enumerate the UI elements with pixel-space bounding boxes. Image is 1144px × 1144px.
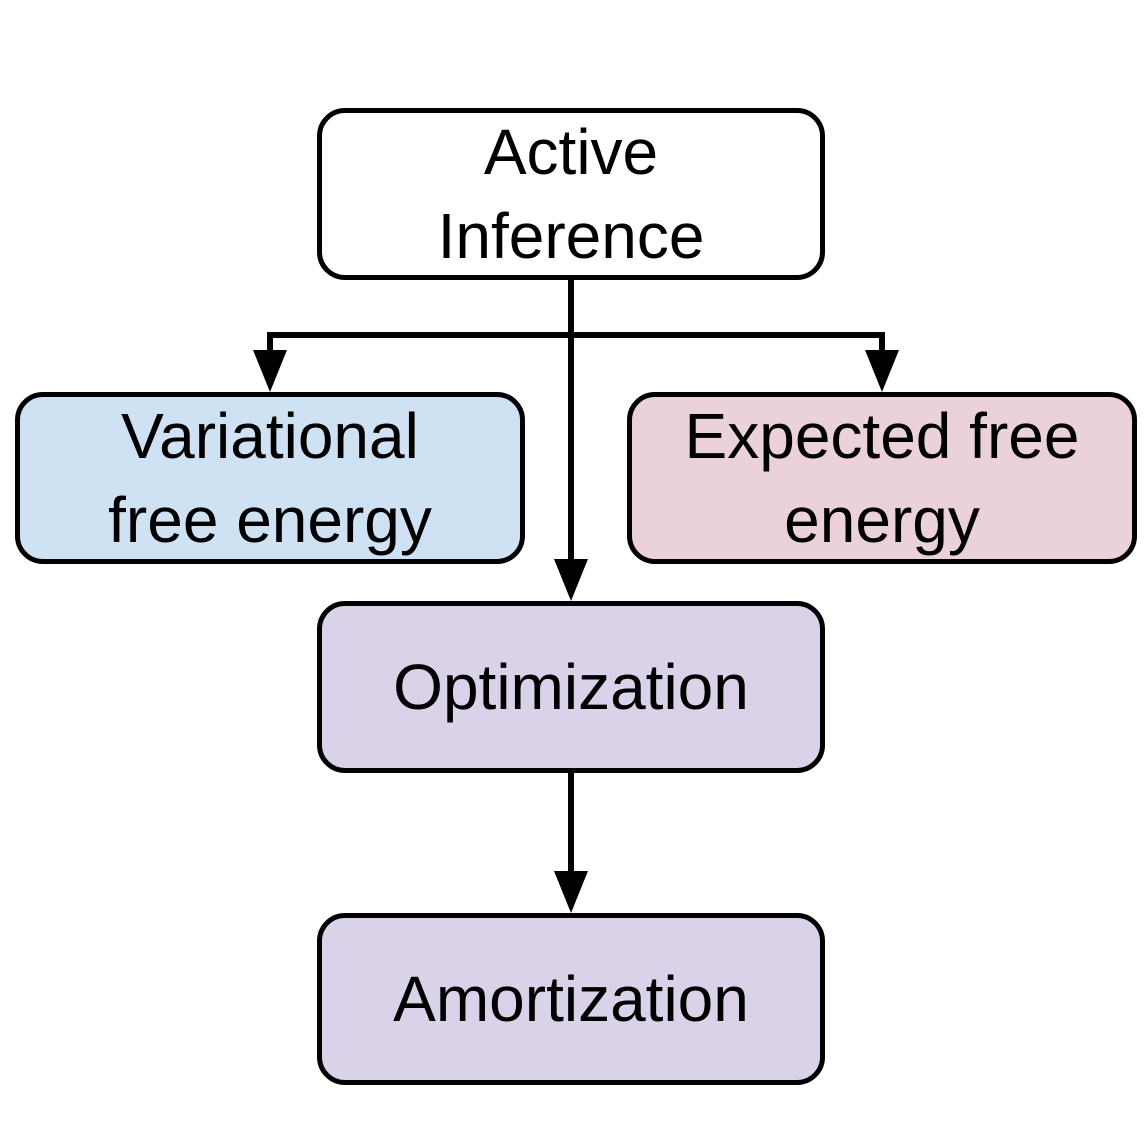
edge-segment: [267, 332, 273, 354]
node-label: Amortization: [393, 962, 749, 1035]
node-label: Optimization: [393, 650, 749, 723]
edge-arrowhead-down: [554, 871, 588, 913]
edge-segment: [568, 773, 574, 873]
node-label: Variational free energy: [108, 399, 432, 556]
edge-arrowhead-down: [554, 559, 588, 601]
edge-arrowhead-down: [865, 350, 899, 392]
node-active-inference: Active Inference: [317, 108, 825, 280]
node-label: Expected free energy: [684, 399, 1080, 556]
edge-segment: [879, 332, 885, 354]
node-optimization: Optimization: [317, 601, 825, 773]
edge-arrowhead-down: [253, 350, 287, 392]
node-expected-free-energy: Expected free energy: [627, 392, 1137, 564]
node-label: Active Inference: [437, 115, 705, 272]
edge-segment: [568, 280, 574, 561]
node-variational-free-energy: Variational free energy: [15, 392, 525, 564]
edge-segment: [267, 332, 885, 338]
node-amortization: Amortization: [317, 913, 825, 1085]
